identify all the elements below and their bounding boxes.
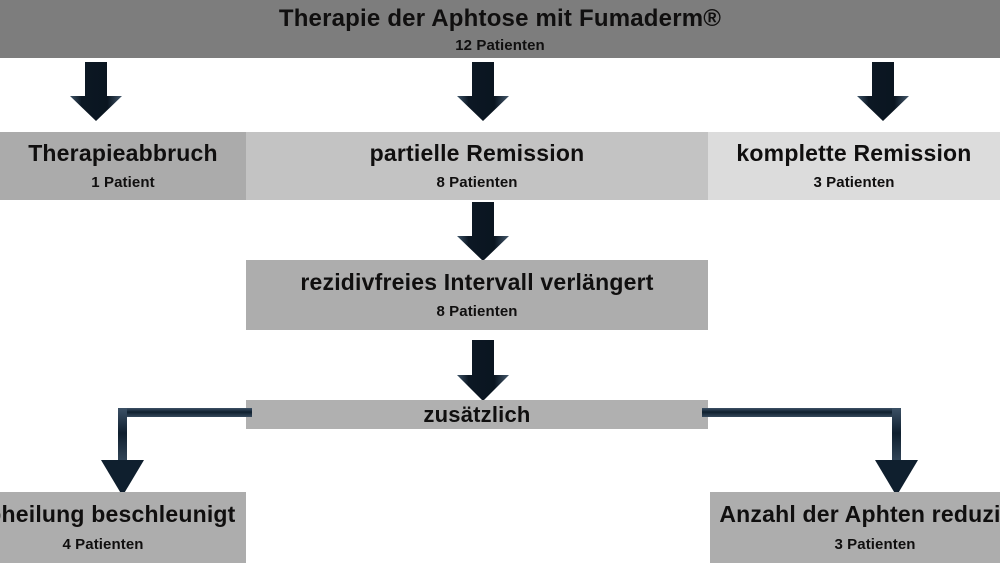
arrow-down-icon-to-komplette-remission [855,62,911,122]
box-komplette-remission: komplette Remission 3 Patienten [708,132,1000,200]
arrow-down-icon-to-rezidivfreies-intervall [455,202,511,262]
box-partielle-remission: partielle Remission 8 Patienten [246,132,708,200]
header-patient-count: 12 Patienten [455,37,545,55]
arrow-down-icon-to-partielle-remission [455,62,511,122]
arrow-down-icon-to-therapieabbruch [68,62,124,122]
box-anzahl-aphten-reduziert: Anzahl der Aphten reduziert 3 Patienten [710,492,1000,563]
header-box-therapie: Therapie der Aphtose mit Fumaderm® 12 Pa… [0,0,1000,58]
box-anzahl-aphten-reduziert-count: 3 Patienten [834,535,916,553]
box-zusaetzlich: zusätzlich [246,400,708,429]
box-rezidivfreies-intervall-label: rezidivfreies Intervall verlängert [300,268,654,295]
box-komplette-remission-count: 3 Patienten [813,174,895,192]
box-abheilung-beschleunigt-label: Abheilung beschleunigt [0,501,236,528]
box-abheilung-beschleunigt: Abheilung beschleunigt 4 Patienten [0,492,246,563]
box-partielle-remission-count: 8 Patienten [436,174,518,192]
box-partielle-remission-label: partielle Remission [369,139,585,166]
elbow-connector-left-icon [96,404,252,500]
header-title: Therapie der Aphtose mit Fumaderm® [278,4,722,32]
box-abheilung-beschleunigt-count: 4 Patienten [62,535,144,553]
box-komplette-remission-label: komplette Remission [736,139,972,166]
box-zusaetzlich-label: zusätzlich [423,401,531,427]
elbow-connector-right-icon [702,404,922,500]
box-therapieabbruch: Therapieabbruch 1 Patient [0,132,246,200]
box-rezidivfreies-intervall: rezidivfreies Intervall verlängert 8 Pat… [246,260,708,330]
box-rezidivfreies-intervall-count: 8 Patienten [436,303,518,321]
box-therapieabbruch-label: Therapieabbruch [28,139,218,166]
box-therapieabbruch-count: 1 Patient [91,174,155,192]
box-anzahl-aphten-reduziert-label: Anzahl der Aphten reduziert [719,501,1000,528]
arrow-down-icon-to-zusaetzlich [455,340,511,402]
